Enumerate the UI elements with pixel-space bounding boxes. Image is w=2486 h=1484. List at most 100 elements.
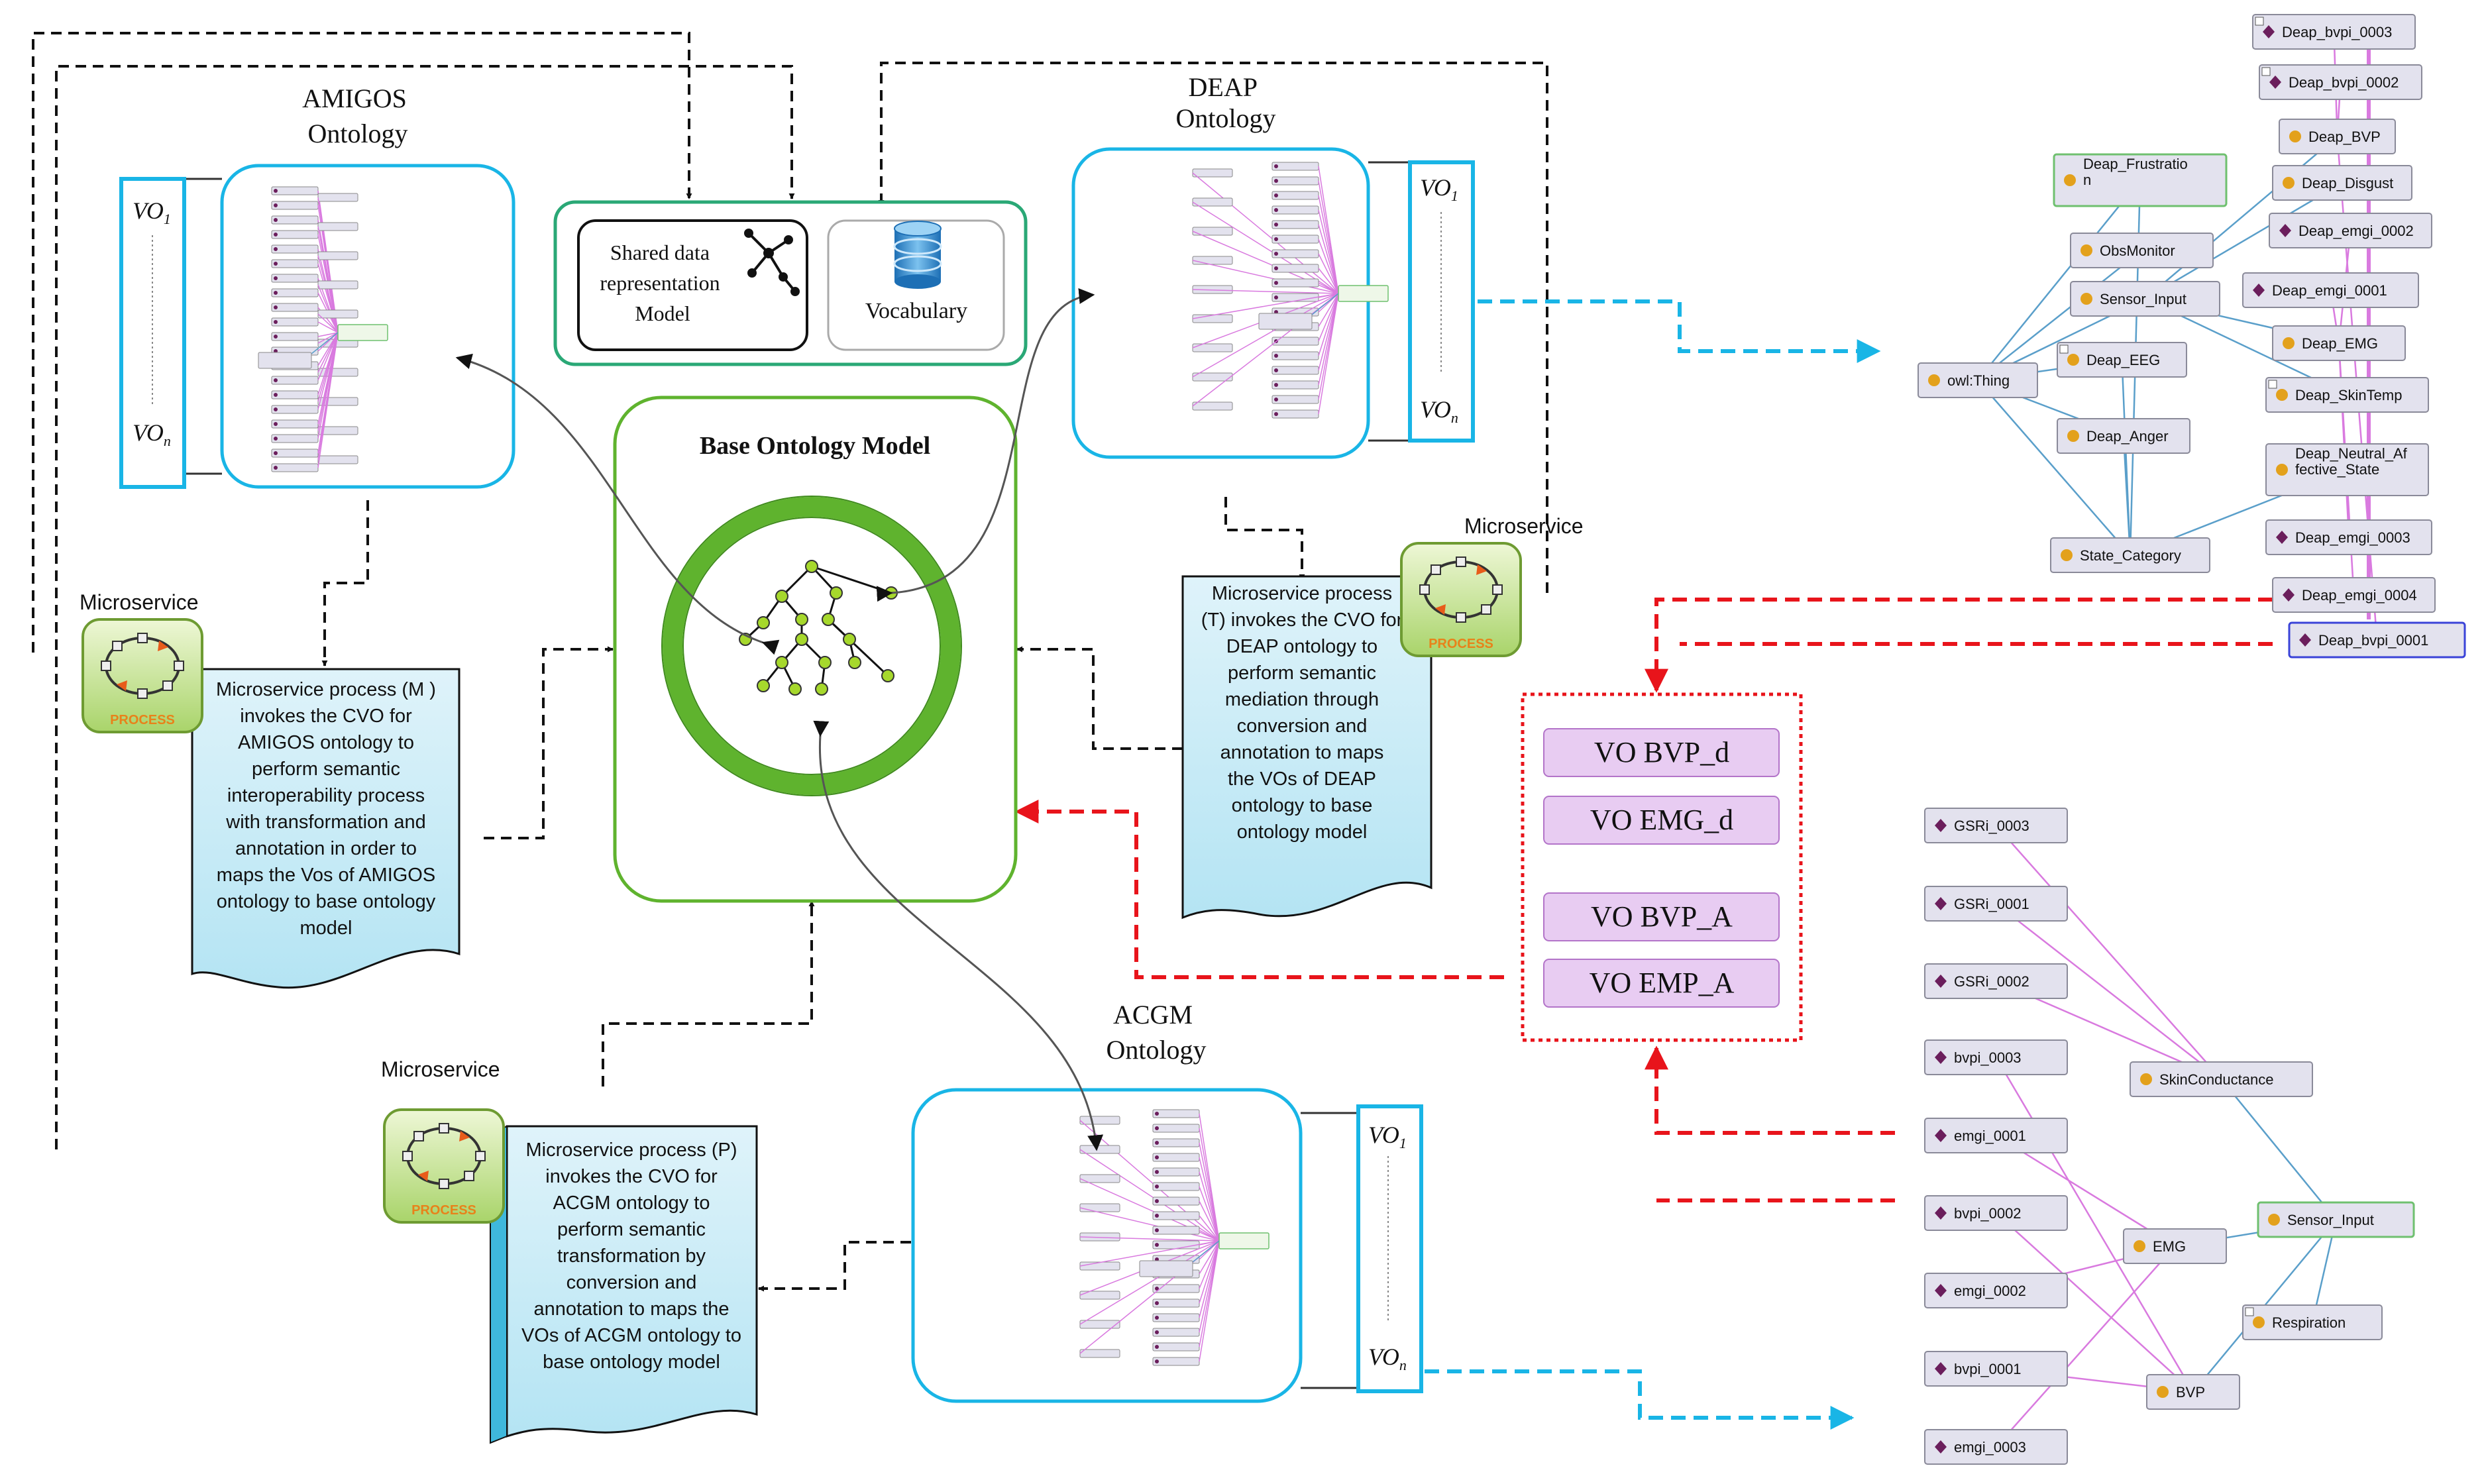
doc-line: transformation by (557, 1246, 706, 1267)
doc-line: annotation to maps (1220, 742, 1384, 763)
ontology-class-node: State_Category (2050, 537, 2210, 573)
cyan-vo-connectors (1425, 299, 1881, 1430)
ontology-class-node: Deap_SkinTemp (2265, 377, 2429, 413)
doc-line: AMIGOS ontology to (238, 732, 414, 753)
network-graph-icon (744, 229, 800, 296)
doc-line: Microservice process (M ) (216, 679, 436, 700)
ontology-edge (2145, 136, 2338, 299)
ontology-edge (1995, 1134, 2175, 1246)
ontology-class-node: Sensor_Input (2070, 281, 2220, 317)
ontology-edge (1995, 1246, 2175, 1448)
acgm-vo-bar: VO1 VOn (1301, 1104, 1423, 1393)
svg-text:EMG: EMG (2153, 1238, 2186, 1255)
svg-text:bvpi_0001: bvpi_0001 (1954, 1361, 2022, 1377)
ontology-individual-node: Deap_bvpi_0003 (2252, 14, 2416, 50)
svg-text:Sensor_Input: Sensor_Input (2100, 291, 2187, 307)
mapping-curves (455, 288, 1104, 1151)
ontology-individual-node: GSRi_0002 (1924, 963, 2068, 999)
doc-line: annotation to maps the (533, 1298, 729, 1320)
ontology-class-node: BVP (2146, 1374, 2240, 1410)
ontology-class-node: Deap_EEG (2057, 342, 2187, 378)
ontology-class-node: Deap_Anger (2057, 418, 2190, 454)
svg-text:SkinConductance: SkinConductance (2159, 1071, 2273, 1088)
process-badge: PROCESS (411, 1203, 476, 1218)
ontology-individual-node: emgi_0003 (1924, 1429, 2068, 1465)
vo-first-label: VO (133, 197, 164, 224)
vo-mapping-item: VO EMG_d (1543, 796, 1780, 845)
svg-text:VO BVP_d: VO BVP_d (1594, 736, 1729, 768)
svg-text:n: n (2083, 172, 2091, 188)
process-badge: PROCESS (1429, 637, 1493, 651)
doc-line: the VOs of DEAP (1228, 768, 1376, 790)
svg-text:fective_State: fective_State (2295, 461, 2379, 478)
microservice-label: Microservice (80, 590, 199, 614)
amigos-ontology: AMIGOS Ontology VO1 VOn (119, 83, 515, 489)
doc-line: perform semantic (252, 759, 400, 780)
svg-text:VOn: VOn (1420, 396, 1458, 426)
process-doc-t: Microservice process(T) invokes the CVO … (1181, 575, 1432, 920)
process-doc-p: Microservice process (P) invokes the CVO … (490, 1125, 758, 1444)
svg-text:VO EMP_A: VO EMP_A (1590, 967, 1735, 999)
microservice-label: Microservice (1464, 514, 1584, 538)
svg-text:Deap_Anger: Deap_Anger (2086, 428, 2169, 445)
doc-line: Microservice process (P) (525, 1140, 737, 1161)
svg-text:Respiration: Respiration (2272, 1314, 2346, 1331)
ontology-individual-node: emgi_0002 (1924, 1273, 2068, 1308)
vo-mapping-box: VO BVP_d VO EMG_d VO BVP_A VO EMP_A (1521, 692, 1803, 1042)
deap-ontology-thumbnail (1192, 162, 1389, 419)
svg-text:Deap_emgi_0001: Deap_emgi_0001 (2272, 282, 2387, 299)
ontology-class-node: SkinConductance (2130, 1061, 2313, 1097)
svg-text:GSRi_0003: GSRi_0003 (1954, 818, 2029, 834)
svg-text:VOn: VOn (1368, 1344, 1407, 1373)
ontology-edge (1995, 1057, 2194, 1392)
ontology-class-node: owl:Thing (1918, 362, 2038, 398)
doc-line: base ontology model (543, 1352, 720, 1373)
ontology-edge (1978, 380, 2131, 556)
base-model-title: Base Ontology Model (700, 432, 930, 460)
doc-line: perform semantic (1228, 662, 1376, 684)
svg-text:Deap_EEG: Deap_EEG (2086, 352, 2160, 368)
svg-text:VO1: VO1 (133, 197, 171, 227)
svg-text:VO1: VO1 (1420, 174, 1458, 204)
vo-mapping-item: VO BVP_A (1543, 892, 1780, 941)
ontology-individual-node: GSRi_0001 (1924, 886, 2068, 922)
doc-line: ontology to base ontology (217, 891, 436, 912)
svg-text:Deap_bvpi_0002: Deap_bvpi_0002 (2289, 74, 2399, 91)
svg-text:Microservice process(T) invoke: Microservice process(T) invokes the CVO … (1201, 583, 1403, 843)
svg-text:Deap_BVP: Deap_BVP (2308, 129, 2381, 145)
svg-text:Deap_SkinTemp: Deap_SkinTemp (2295, 387, 2402, 403)
svg-text:Deap_bvpi_0003: Deap_bvpi_0003 (2282, 24, 2392, 40)
svg-text:Deap_Neutral_Af: Deap_Neutral_Af (2295, 445, 2408, 462)
svg-text:emgi_0003: emgi_0003 (1954, 1439, 2026, 1456)
process-doc-m: Microservice process (M )invokes the CVO… (191, 668, 460, 989)
svg-text:bvpi_0002: bvpi_0002 (1954, 1205, 2022, 1222)
svg-text:VO BVP_A: VO BVP_A (1591, 900, 1733, 933)
svg-text:State_Category: State_Category (2080, 547, 2181, 564)
doc-line: DEAP ontology to (1226, 636, 1378, 657)
amigos-ontology-thumbnail (258, 186, 388, 472)
ontology-individual-node: Deap_emgi_0002 (2269, 213, 2432, 248)
svg-text:Deap_Frustratio: Deap_Frustratio (2083, 156, 2188, 172)
ontology-individual-node: Deap_emgi_0001 (2242, 272, 2419, 308)
svg-text:Microservice process (M )invok: Microservice process (M )invokes the CVO… (216, 679, 436, 939)
doc-line: VOs of ACGM ontology to (521, 1325, 741, 1346)
doc-line: conversion and (1237, 716, 1368, 737)
deap-title: DEAP Ontology (1175, 72, 1275, 133)
shared-model-title: Shared data representation Model (600, 240, 725, 325)
ontology-individual-node: Deap_emgi_0003 (2265, 519, 2432, 555)
doc-line: interoperability process (227, 785, 425, 806)
ontology-edge (2145, 182, 2343, 299)
svg-text:Deap_EMG: Deap_EMG (2302, 335, 2378, 352)
doc-line: ACGM ontology to (553, 1192, 710, 1214)
base-ontology-model: Base Ontology Model (613, 396, 1018, 903)
ontology-class-node: Sensor_Input (2257, 1201, 2415, 1238)
process-badge: PROCESS (110, 713, 175, 727)
ontology-class-node: Respiration (2242, 1304, 2383, 1340)
svg-text:bvpi_0003: bvpi_0003 (1954, 1049, 2022, 1066)
doc-line: invokes the CVO for (545, 1166, 718, 1187)
